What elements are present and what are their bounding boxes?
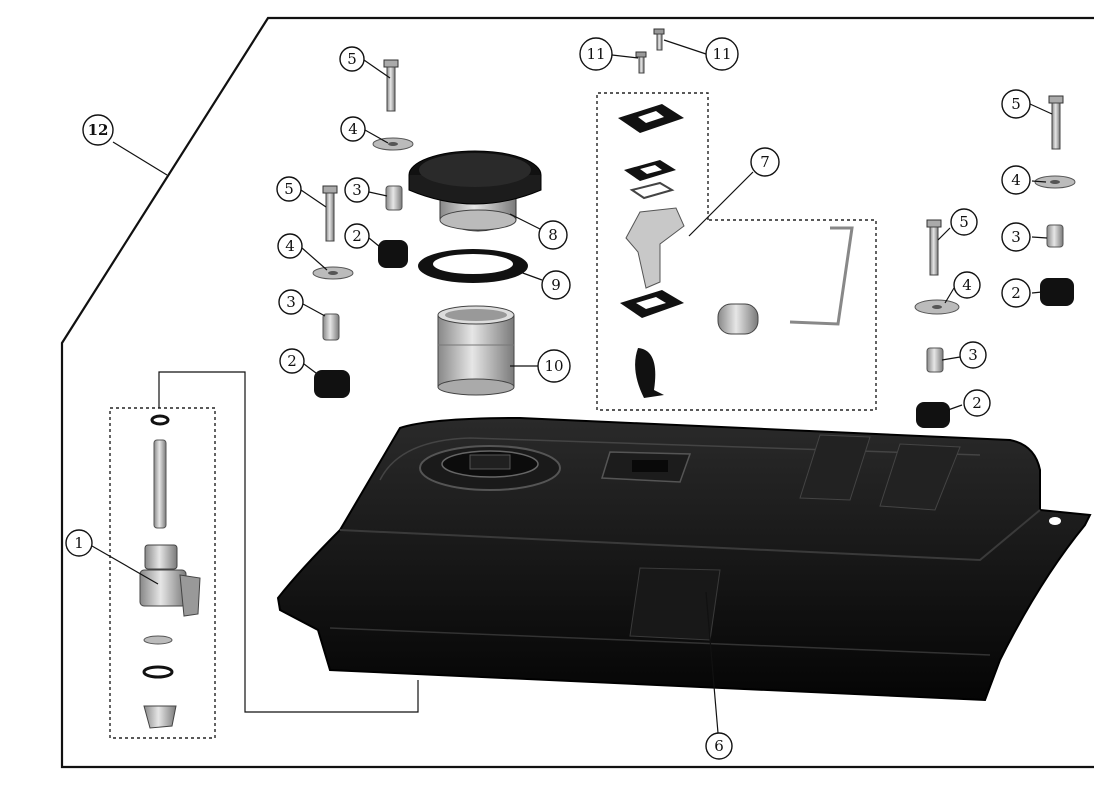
svg-text:9: 9 [551, 276, 561, 294]
callout-7: 7 [750, 147, 780, 177]
valve-connector-line [158, 371, 419, 713]
callout-11: 11 [705, 37, 739, 71]
left-mount-hardware [312, 59, 414, 398]
svg-text:4: 4 [285, 237, 295, 255]
callout-8: 8 [538, 220, 568, 250]
callout-9: 9 [541, 270, 571, 300]
callout-4: 4 [340, 116, 366, 142]
svg-text:10: 10 [544, 357, 563, 375]
filler-strainer [437, 305, 515, 396]
svg-text:2: 2 [1011, 284, 1021, 302]
svg-text:5: 5 [1011, 95, 1021, 113]
callout-4: 4 [953, 271, 981, 299]
callout-11: 11 [579, 37, 613, 71]
svg-text:6: 6 [714, 737, 724, 755]
svg-text:11: 11 [586, 45, 605, 63]
svg-text:5: 5 [284, 180, 294, 198]
callout-2: 2 [279, 348, 305, 374]
callout-5: 5 [339, 46, 365, 72]
callout-5: 5 [1001, 89, 1031, 119]
svg-text:8: 8 [548, 226, 558, 244]
fuel-cap [408, 150, 542, 232]
callout-10: 10 [537, 349, 571, 383]
svg-text:3: 3 [286, 293, 296, 311]
svg-text:7: 7 [760, 153, 770, 171]
fuel-gauge-sender [618, 104, 854, 398]
svg-text:2: 2 [352, 227, 362, 245]
callout-2: 2 [344, 223, 370, 249]
svg-text:3: 3 [1011, 228, 1021, 246]
callout-6: 6 [705, 732, 733, 760]
screws [635, 28, 665, 74]
svg-text:5: 5 [347, 50, 357, 68]
svg-text:4: 4 [962, 276, 972, 294]
callout-2: 2 [1001, 278, 1031, 308]
svg-text:2: 2 [972, 394, 982, 412]
valve-group-box [109, 407, 216, 739]
callout-1: 1 [65, 529, 93, 557]
svg-text:4: 4 [348, 120, 358, 138]
gauge-group-box [596, 92, 877, 411]
svg-text:2: 2 [287, 352, 297, 370]
svg-text:3: 3 [968, 346, 978, 364]
callout-4: 4 [277, 233, 303, 259]
callout-3: 3 [959, 341, 987, 369]
callout-3: 3 [1001, 222, 1031, 252]
svg-text:5: 5 [959, 213, 969, 231]
svg-text:12: 12 [88, 121, 109, 139]
part-callouts: 12 5 4 5 3 2 4 3 2 8 9 10 11 11 7 5 4 3 … [65, 37, 1031, 760]
callout-12: 12 [82, 114, 114, 146]
diagram-frame [60, 16, 1094, 769]
gasket [418, 249, 528, 283]
callout-3: 3 [344, 177, 370, 203]
svg-text:4: 4 [1011, 171, 1021, 189]
callout-5: 5 [276, 176, 302, 202]
right-mount-hardware [914, 95, 1076, 428]
callout-2: 2 [963, 389, 991, 417]
fuel-valve-assembly [139, 414, 201, 729]
svg-text:11: 11 [712, 45, 731, 63]
svg-text:1: 1 [74, 534, 84, 552]
callout-4: 4 [1001, 165, 1031, 195]
callout-3: 3 [278, 289, 304, 315]
callout-5: 5 [950, 208, 978, 236]
fuel-tank [276, 416, 1092, 702]
svg-text:3: 3 [352, 181, 362, 199]
